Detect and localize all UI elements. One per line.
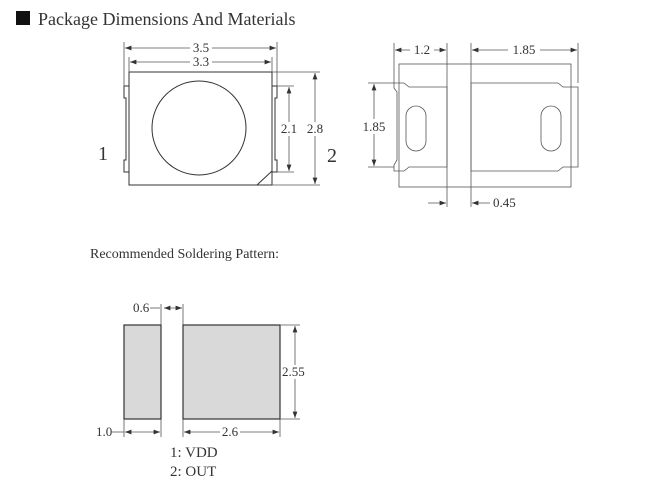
solder-pad-1 — [123, 324, 162, 420]
right-lead — [272, 85, 278, 173]
dim-right-pad-width: 1.85 — [513, 42, 536, 57]
left-pad — [393, 82, 448, 172]
top-view: 3.5 3.3 2.1 2.8 1 2 — [98, 40, 337, 186]
dim-height: 2.8 — [307, 121, 323, 136]
bottom-view: 1.2 1.85 1.85 0.45 — [360, 42, 579, 210]
pin-2-label: 2 — [327, 145, 337, 167]
title-bullet-icon — [16, 11, 30, 25]
pin-1-label: 1 — [98, 143, 108, 165]
left-slot — [405, 105, 427, 152]
chamfer-mark — [256, 170, 273, 186]
right-pad — [470, 82, 579, 172]
dim-gap: 0.45 — [493, 195, 516, 210]
package-body — [128, 71, 273, 186]
dim-pad-height: 1.85 — [363, 119, 386, 134]
page-title: Package Dimensions And Materials — [38, 9, 295, 29]
left-lead — [123, 85, 129, 173]
section-subtitle: Recommended Soldering Pattern: — [90, 247, 279, 262]
solder-pad-2 — [182, 324, 281, 420]
dim-solder-height: 2.55 — [282, 364, 305, 379]
pin-legend-2: 2: OUT — [170, 464, 216, 480]
dim-solder-right-width: 2.6 — [222, 424, 239, 439]
dim-lead-height: 2.1 — [281, 121, 297, 136]
dim-solder-left-width: 1.0 — [96, 424, 112, 439]
dim-width-outer: 3.5 — [193, 40, 209, 55]
soldering-pattern: 0.6 2.55 1.0 2.6 1: VDD 2: OUT — [96, 300, 309, 480]
lens-circle — [151, 80, 247, 176]
right-slot — [540, 105, 562, 152]
dim-width-inner: 3.3 — [193, 54, 209, 69]
pin-legend-1: 1: VDD — [170, 445, 218, 461]
dim-left-pad-width: 1.2 — [414, 42, 430, 57]
dim-solder-gap: 0.6 — [133, 300, 150, 315]
